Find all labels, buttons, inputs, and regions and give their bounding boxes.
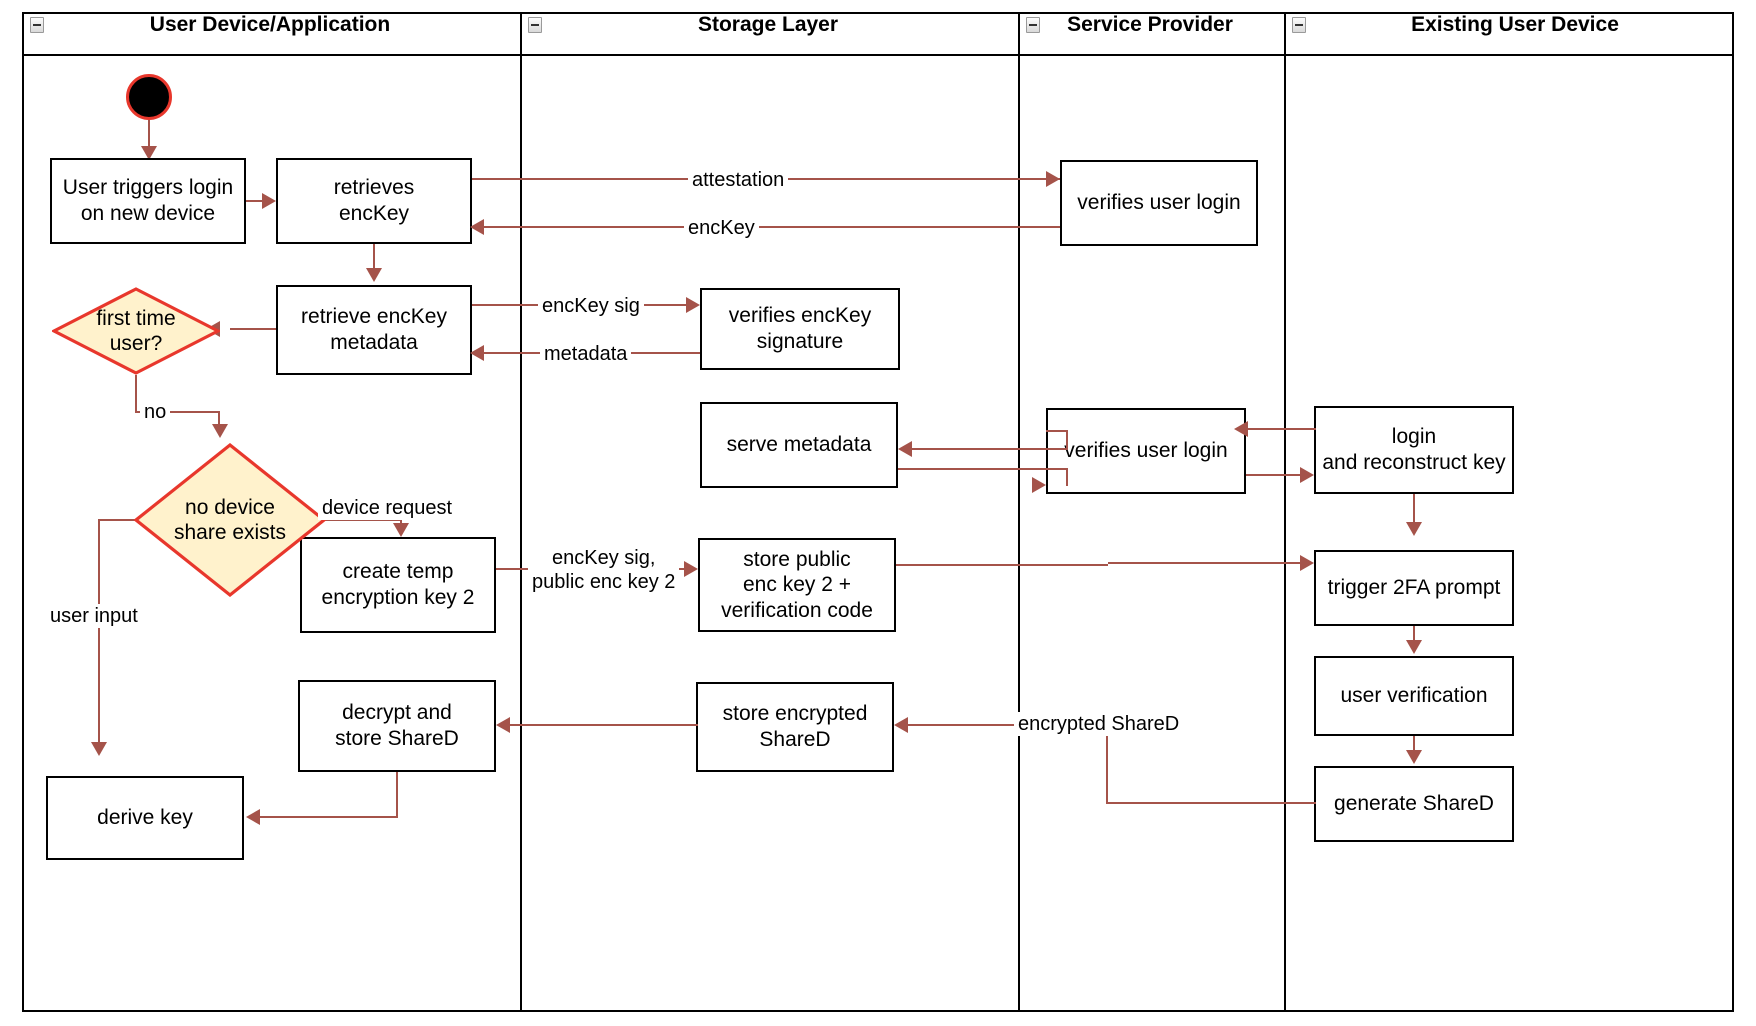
- lane-title-storage: Storage Layer: [697, 13, 839, 36]
- collapse-minus-icon-lane-2[interactable]: [528, 17, 542, 33]
- edge-encrypted-shared-v: [1106, 724, 1108, 804]
- edge-n13-to-n14: [1413, 494, 1415, 526]
- arrowhead-metadata: [470, 345, 484, 361]
- arrowhead-n12-to-n13: [1300, 467, 1314, 483]
- start-node: [126, 74, 172, 120]
- edge-enckey: [480, 226, 1060, 228]
- decision-diamond-shape: [52, 287, 220, 375]
- edge-n9-to-n14-a: [896, 564, 1108, 566]
- arrowhead-attestation: [1046, 171, 1060, 187]
- arrowhead-n13-to-n14: [1406, 522, 1422, 536]
- edge-label-user-input: user input: [46, 604, 142, 628]
- lane-header-rule: [24, 14, 1732, 56]
- edge-label-device-request: device request: [318, 496, 457, 520]
- edge-label-enckey-sig-pubkey2: encKey sig, public enc key 2: [528, 546, 680, 594]
- edge-user-input-v: [98, 519, 100, 747]
- activity-trigger-2fa-prompt[interactable]: trigger 2FA prompt: [1314, 550, 1514, 626]
- decision-no-device-share-label: no device share exists: [173, 495, 287, 544]
- activity-retrieve-enckey-metadata[interactable]: retrieve encKey metadata: [276, 285, 472, 375]
- edge-encrypted-shared-h2: [908, 724, 1108, 726]
- edge-label-no: no: [140, 400, 171, 424]
- decision-first-time-user[interactable]: first time user?: [52, 287, 220, 375]
- edge-n12-to-n8-h1: [1046, 430, 1068, 432]
- arrowhead-enckey-sig: [686, 297, 700, 313]
- activity-store-public-enc-key-2[interactable]: store public enc key 2 + verification co…: [698, 538, 896, 632]
- arrowhead-n13-to-n12: [1234, 421, 1248, 437]
- edge-d1-down: [135, 375, 137, 413]
- edge-n8-to-n12-v: [1066, 468, 1068, 486]
- edge-label-metadata: metadata: [540, 342, 632, 366]
- activity-serve-metadata[interactable]: serve metadata: [700, 402, 898, 488]
- arrowhead-n5-to-n6: [246, 809, 260, 825]
- arrowhead-encrypted-shared: [894, 717, 908, 733]
- edge-n2-to-n3: [373, 244, 375, 272]
- edge-label-enckey-sig: encKey sig: [538, 294, 644, 318]
- arrowhead-n10-to-n5: [496, 717, 510, 733]
- activity-user-triggers-login[interactable]: User triggers login on new device: [50, 158, 246, 244]
- edge-n12-to-n8-v: [1066, 430, 1068, 450]
- lane-divider-3: [1284, 14, 1286, 1010]
- lane-divider-1: [520, 14, 522, 1010]
- lane-title-user-device: User Device/Application: [149, 13, 391, 36]
- arrowhead-n8-to-n12: [1032, 477, 1046, 493]
- activity-derive-key[interactable]: derive key: [46, 776, 244, 860]
- activity-store-encrypted-shared[interactable]: store encrypted ShareD: [696, 682, 894, 772]
- edge-n14-to-n15: [1413, 626, 1415, 644]
- edge-n12-to-n8-h2: [912, 448, 1068, 450]
- arrowhead-enckey: [470, 219, 484, 235]
- edge-n8-to-n12-h1: [898, 468, 1068, 470]
- edge-encrypted-shared-h1: [1106, 802, 1316, 804]
- edge-n13-to-n12-tail: [1246, 428, 1264, 430]
- edge-n1-to-n2: [246, 200, 264, 202]
- edge-device-request-h: [324, 519, 402, 521]
- activity-generate-shared[interactable]: generate ShareD: [1314, 766, 1514, 842]
- activity-verifies-user-login-2[interactable]: verifies user login: [1046, 408, 1246, 494]
- lane-title-existing-device: Existing User Device: [1411, 13, 1619, 36]
- activity-verifies-user-login-1[interactable]: verifies user login: [1060, 160, 1258, 246]
- edge-no-down: [218, 411, 220, 431]
- activity-user-verification[interactable]: user verification: [1314, 656, 1514, 736]
- arrowhead-n14-to-n15: [1406, 640, 1422, 654]
- arrowhead-n12-to-n8: [898, 441, 912, 457]
- arrowhead-device-request: [393, 523, 409, 537]
- edge-n3-to-d1: [230, 328, 276, 330]
- arrowhead-user-input: [91, 742, 107, 756]
- edge-no-horizontal: [135, 411, 220, 413]
- arrowhead-n9-to-n14: [1300, 555, 1314, 571]
- edge-user-input-h: [98, 519, 138, 521]
- edge-n12-to-n13: [1246, 474, 1304, 476]
- lane-divider-2: [1018, 14, 1020, 1010]
- arrowhead-n15-to-n16: [1406, 750, 1422, 764]
- edge-n5-to-n6-v: [396, 772, 398, 818]
- edge-n9-to-n14-b: [1108, 562, 1304, 564]
- edge-n13-to-n12: [1260, 428, 1316, 430]
- activity-login-and-reconstruct-key[interactable]: login and reconstruct key: [1314, 406, 1514, 494]
- arrowhead-start-to-n1: [141, 146, 157, 160]
- arrowhead-no-to-d2: [212, 424, 228, 438]
- edge-label-enckey: encKey: [684, 216, 759, 240]
- collapse-minus-icon-lane-3[interactable]: [1026, 17, 1040, 33]
- collapse-minus-icon-lane-4[interactable]: [1292, 17, 1306, 33]
- arrowhead-enckey-sig-pubkey2: [684, 561, 698, 577]
- activity-decrypt-and-store-shared[interactable]: decrypt and store ShareD: [298, 680, 496, 772]
- decision-diamond-shape-2: [134, 443, 326, 597]
- activity-create-temp-encryption-key-2[interactable]: create temp encryption key 2: [300, 537, 496, 633]
- activity-verifies-enckey-signature[interactable]: verifies encKey signature: [700, 288, 900, 370]
- edge-label-attestation: attestation: [688, 168, 789, 192]
- edge-label-encrypted-shared: encrypted ShareD: [1014, 712, 1184, 736]
- arrowhead-n2-to-n3: [366, 268, 382, 282]
- decision-no-device-share-exists[interactable]: no device share exists: [134, 443, 326, 597]
- activity-retrieves-enckey[interactable]: retrieves encKey: [276, 158, 472, 244]
- edge-n5-to-n6-h: [260, 816, 398, 818]
- collapse-minus-icon-lane-1[interactable]: [30, 17, 44, 33]
- arrowhead-n1-to-n2: [262, 193, 276, 209]
- lane-title-service-provider: Service Provider: [1067, 13, 1233, 36]
- edge-start-to-n1: [148, 120, 150, 158]
- decision-first-time-user-label: first time user?: [96, 306, 176, 355]
- edge-n10-to-n5: [510, 724, 698, 726]
- edge-n15-to-n16: [1413, 736, 1415, 754]
